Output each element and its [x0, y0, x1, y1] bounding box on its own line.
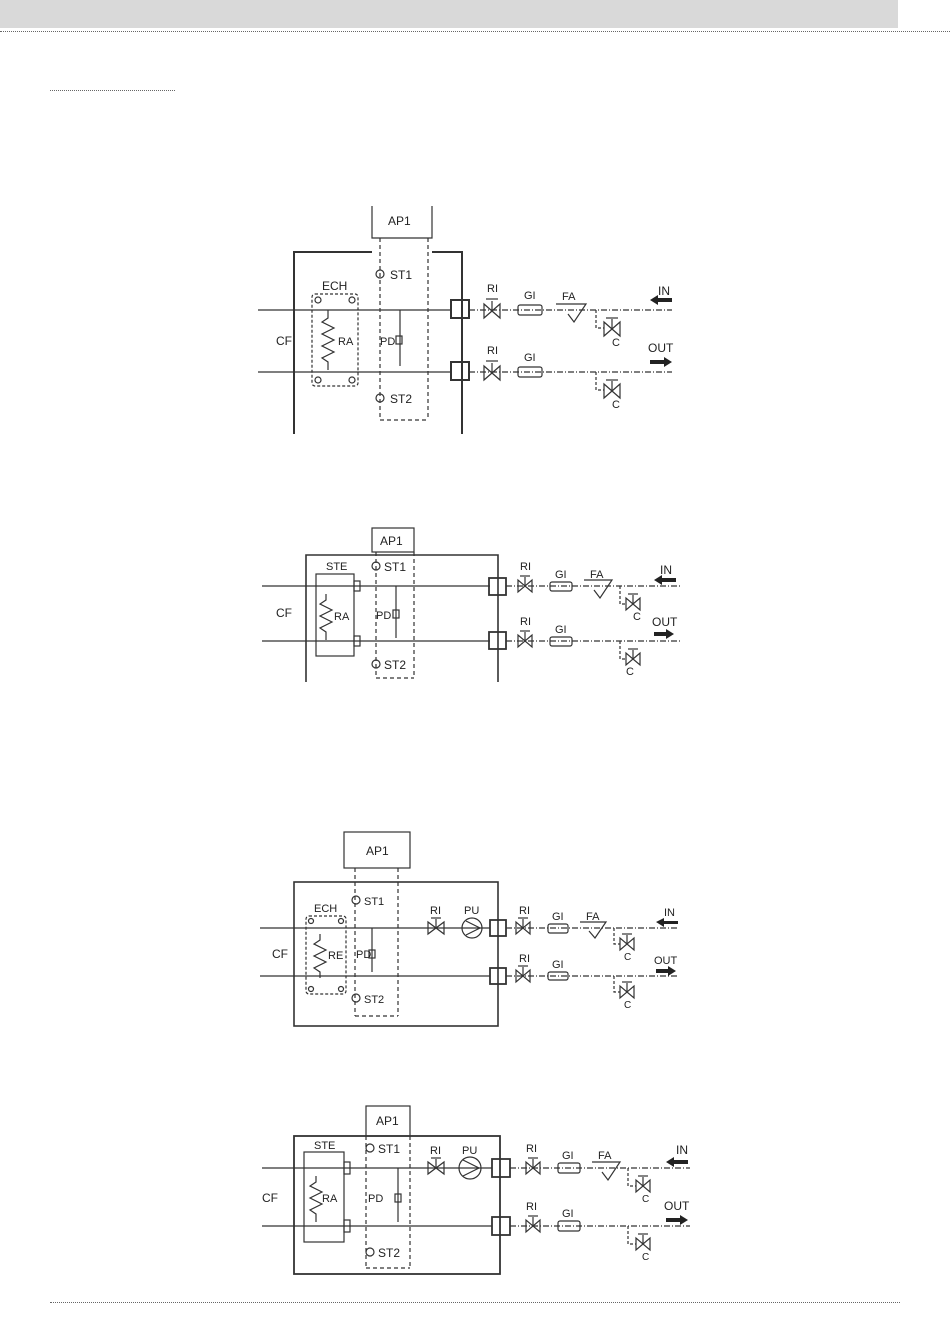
ra-label: RA [322, 1193, 338, 1205]
pd-label: PD [368, 1193, 383, 1205]
pu-label: PU [462, 1145, 477, 1157]
c-label-in: C [642, 1194, 649, 1205]
gi-label-out: GI [562, 1208, 574, 1220]
st2-label: ST2 [378, 1246, 400, 1260]
out-label: OUT [664, 1199, 690, 1213]
in-label: IN [676, 1143, 688, 1157]
st1-label: ST1 [378, 1142, 400, 1156]
c-label-out: C [642, 1252, 649, 1263]
ap1-label: AP1 [376, 1114, 399, 1128]
gi-label-in: GI [562, 1150, 574, 1162]
ri-label-in: RI [526, 1143, 537, 1155]
ri-label-pump: RI [430, 1145, 441, 1157]
ri-label-out: RI [526, 1201, 537, 1213]
exchanger-label: STE [314, 1140, 335, 1152]
fa-label: FA [598, 1150, 612, 1162]
cf-label: CF [262, 1191, 278, 1205]
